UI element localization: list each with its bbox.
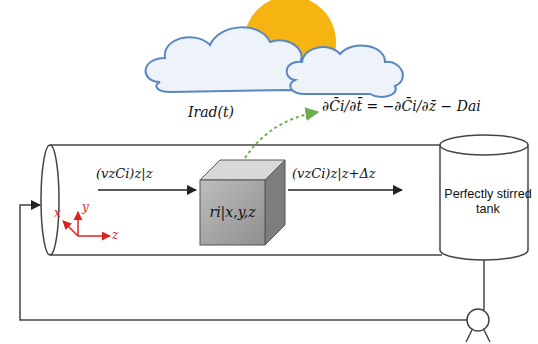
node-text: ri|x,y,z	[209, 204, 255, 221]
axis-label: y	[82, 200, 89, 214]
cube-side	[265, 160, 285, 245]
cube-front	[200, 180, 265, 245]
y-axis	[77, 212, 79, 236]
inflow-flux: (vzCi)z|z	[96, 166, 153, 181]
axis-label: x	[54, 206, 61, 220]
cloud	[146, 27, 311, 92]
pump	[467, 309, 489, 331]
node-text: Perfectly stirred tank	[442, 187, 534, 217]
pipe-wall	[50, 144, 442, 146]
cloud	[287, 46, 403, 97]
axis-label: z	[112, 228, 118, 242]
z-axis	[78, 235, 110, 237]
tank-label-box: Perfectly stirred tank	[442, 158, 534, 246]
control-volume: ri|x,y,z	[200, 180, 265, 245]
pipe-wall	[50, 254, 442, 256]
outflow-flux: (vzCi)z|z+Δz	[292, 166, 376, 181]
outflow-arrow	[288, 189, 402, 191]
irradiance-label: Irad(t)	[188, 104, 234, 120]
balance-equation: ∂C̄i/∂t̄ = −∂C̄i/∂z̄ − Dai	[322, 98, 481, 114]
pipe-inlet	[41, 145, 59, 255]
balance-arrow	[245, 112, 318, 158]
tank-top	[440, 135, 528, 155]
recycle-line	[20, 205, 467, 320]
x-axis	[63, 221, 78, 236]
pump-stand	[466, 330, 490, 342]
inflow-arrow	[98, 189, 196, 191]
recycle-line	[483, 260, 485, 310]
